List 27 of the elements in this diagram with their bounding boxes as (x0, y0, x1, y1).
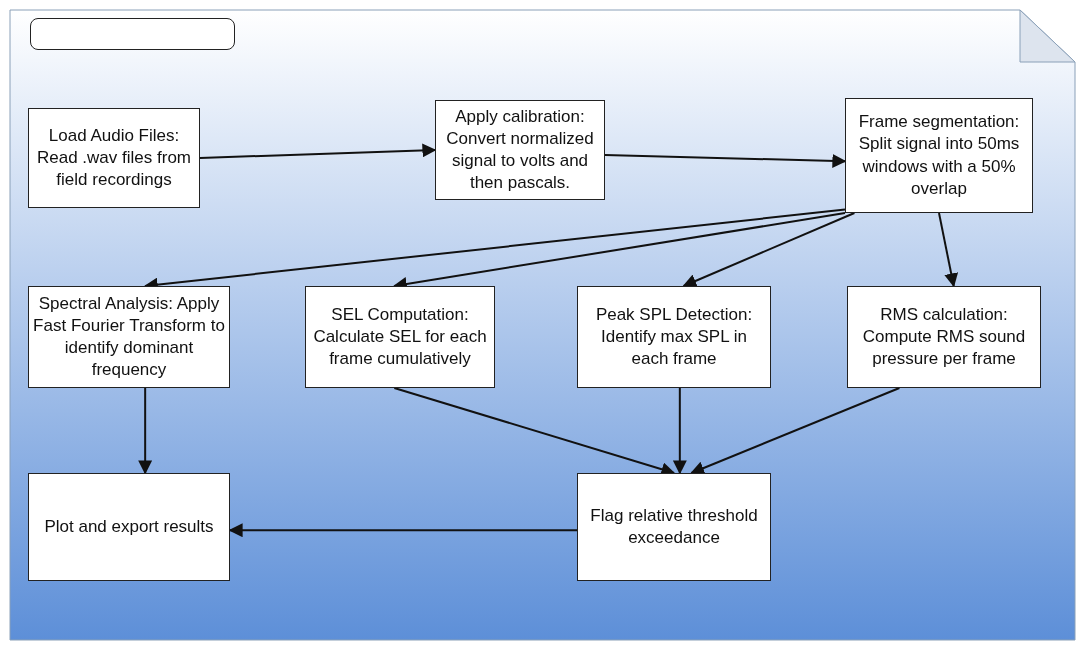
step-text: RMS calculation: Compute RMS sound pressure per frame (861, 303, 1027, 371)
step-text: Plot and export results (44, 515, 214, 538)
arrow (690, 387, 901, 475)
arrow (938, 212, 959, 288)
arrow (199, 143, 437, 159)
step-text: Apply calibration: Convert normalized signal to volts and then pascals. (445, 105, 595, 195)
step-text: Peak SPL Detection: Identify max SPL in each frame (594, 303, 754, 371)
arrow (604, 153, 847, 168)
process-box (577, 473, 771, 581)
step-text: SEL Computation: Calculate SEL for each frame cumulatively (312, 303, 488, 371)
step-text: Flag relative threshold exceedance (589, 504, 759, 549)
process-box (28, 473, 230, 581)
arrow (138, 387, 153, 475)
arrow (672, 387, 687, 475)
process-box (435, 100, 605, 200)
process-box (28, 108, 200, 208)
step-text: Load Audio Files: Read .wav files from field recordings (36, 124, 192, 192)
step-text: Spectral Analysis: Apply Fast Fourier Transform to identify dominant frequency (33, 292, 225, 382)
rounded-box (30, 18, 235, 50)
process-box (847, 286, 1041, 388)
step-text: Frame segmentation: Split signal into 50ms windows with a 50% overlap (857, 111, 1021, 200)
arrow (682, 212, 856, 288)
process-box (28, 286, 230, 388)
process-box (305, 286, 495, 388)
arrow (228, 523, 578, 538)
process-box (577, 286, 771, 388)
process-box (845, 98, 1033, 213)
